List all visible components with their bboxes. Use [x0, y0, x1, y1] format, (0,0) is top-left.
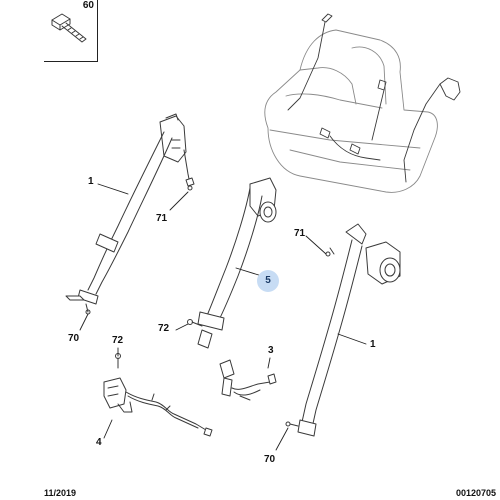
callout-72-low: 72: [112, 335, 124, 346]
callout-71-left: 71: [156, 213, 168, 224]
callout-1-right: 1: [370, 339, 376, 350]
callout-71-right: 71: [294, 228, 306, 239]
callout-5-highlighted: 5: [257, 270, 279, 292]
seatbelt-left: [65, 113, 193, 315]
callout-70-left: 70: [68, 333, 80, 344]
footer-code: 00120705: [455, 488, 496, 498]
inset-part-number: 60: [82, 0, 94, 11]
callout-1-left: 1: [88, 176, 94, 187]
seatbelt-center: [187, 177, 277, 349]
callout-70-right: 70: [264, 454, 276, 465]
footer-date: 11/2019: [44, 488, 77, 498]
bolt-icon: [51, 13, 87, 43]
buckle-harness: [219, 359, 277, 401]
callout-4: 4: [96, 437, 102, 448]
inset-box: 60: [44, 0, 98, 62]
seat-outline: [264, 13, 461, 193]
callout-72-mid: 72: [158, 323, 170, 334]
buckle-assembly: [103, 377, 213, 437]
bolt-71-left: [185, 177, 195, 187]
callout-3: 3: [268, 345, 274, 356]
seatbelt-right: [285, 223, 401, 437]
leader-lines: [79, 183, 367, 451]
